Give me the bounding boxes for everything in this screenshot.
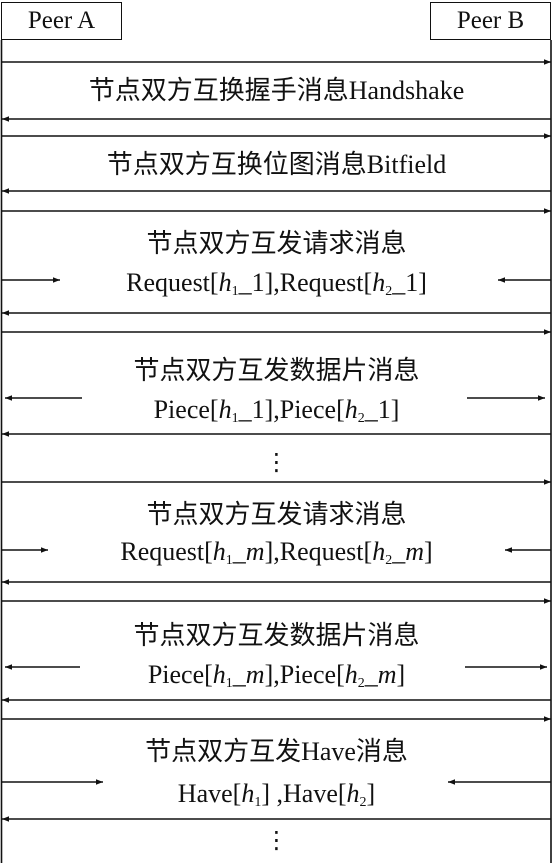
left-hash-sub: 1 (231, 411, 239, 426)
exchange-piece-m-detail: Piece[h1_m],Piece[h2_m] (147, 660, 406, 691)
peer-a-box: Peer A (1, 2, 122, 40)
exchange-request-m-title: 节点双方互发请求消息 (146, 500, 407, 529)
exchange-request-1-title: 节点双方互发请求消息 (146, 229, 407, 258)
right-hash-var: h (372, 268, 386, 297)
right-message-name: Piece (279, 660, 337, 689)
peer-b-box: Peer B (430, 2, 551, 40)
exchange-piece-m-title: 节点双方互发数据片消息 (133, 621, 420, 650)
ellipsis-2: ⋮ (264, 826, 289, 854)
left-hash-var: h (212, 660, 226, 689)
left-hash-var: h (218, 395, 232, 424)
left-message-name: Request (126, 268, 210, 297)
right-hash-var: h (344, 395, 358, 424)
left-hash-sub: 1 (254, 795, 262, 810)
right-hash-var: h (372, 537, 386, 566)
left-hash-sub: 1 (225, 676, 233, 691)
left-index: 1 (251, 395, 265, 424)
right-hash-sub: 2 (357, 411, 365, 426)
right-hash-var: h (344, 660, 358, 689)
exchange-request-m-detail: Request[h1_m],Request[h2_m] (120, 537, 433, 568)
left-message-name: Have (177, 779, 233, 808)
right-hash-var: h (346, 779, 360, 808)
right-message-name: Request (279, 537, 364, 566)
right-message-name: Have (283, 779, 338, 808)
exchange-handshake-title: 节点双方互换握手消息Handshake (88, 76, 465, 105)
right-hash-sub: 2 (359, 795, 367, 810)
left-message-name: Piece (147, 660, 205, 689)
right-index: 1 (405, 268, 419, 297)
left-hash-sub: 1 (231, 284, 239, 299)
left-index: m (245, 537, 265, 566)
exchange-piece-1-detail: Piece[h1_1],Piece[h2_1] (153, 395, 400, 426)
exchange-piece-1-title: 节点双方互发数据片消息 (133, 356, 420, 385)
left-index: 1 (251, 268, 265, 297)
right-hash-sub: 2 (385, 553, 393, 568)
right-hash-sub: 2 (357, 676, 365, 691)
exchange-request-1-detail: Request[h1_1],Request[h2_1] (126, 268, 427, 299)
left-hash-var: h (218, 268, 232, 297)
right-index: m (377, 660, 397, 689)
left-hash-var: h (212, 537, 226, 566)
right-hash-sub: 2 (385, 284, 393, 299)
left-message-name: Request (120, 537, 205, 566)
right-index: 1 (377, 395, 391, 424)
exchange-have-detail: Have[h1] ,Have[h2] (177, 779, 376, 810)
right-message-name: Request (279, 268, 364, 297)
left-message-name: Piece (153, 395, 210, 424)
exchange-have-title: 节点双方互发Have消息 (145, 737, 408, 766)
ellipsis-1: ⋮ (264, 448, 289, 476)
right-message-name: Piece (279, 395, 337, 424)
exchange-bitfield-title: 节点双方互换位图消息Bitfield (106, 150, 447, 179)
right-index: m (405, 537, 424, 566)
left-hash-sub: 1 (225, 553, 233, 568)
left-index: m (245, 660, 265, 689)
left-hash-var: h (241, 779, 255, 808)
